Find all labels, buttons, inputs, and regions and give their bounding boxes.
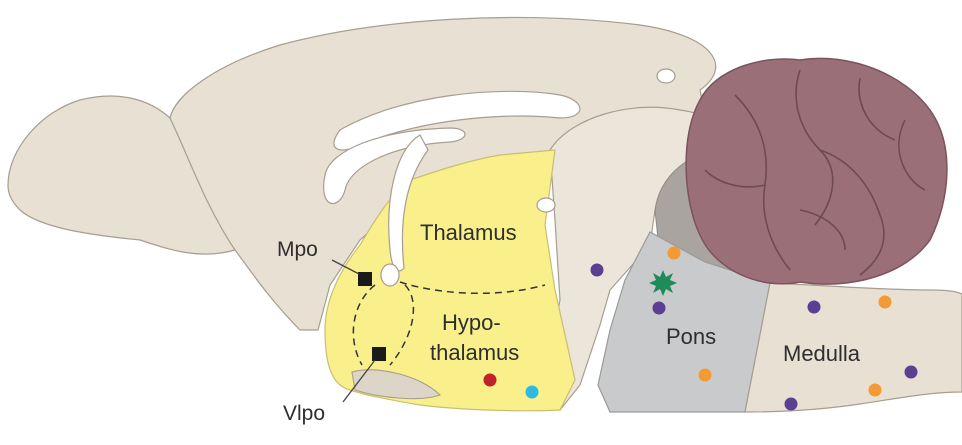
label-pons: Pons [666,324,716,349]
nucleus-dot-purple [808,301,821,314]
pineal-white-spot [537,198,555,212]
label-hypothalamus-line1: Hypo- [442,310,501,335]
vlpo-marker [372,347,386,361]
top-white-spot [657,69,675,83]
label-thalamus: Thalamus [420,220,517,245]
nucleus-dot-red [484,374,497,387]
label-vlpo: Vlpo [283,402,325,425]
nucleus-dot-purple [905,366,918,379]
anterior-commissure [381,264,399,286]
label-hypothalamus-line2: thalamus [430,340,519,365]
nucleus-dot-orange [879,296,892,309]
nucleus-dot-purple [653,302,666,315]
nucleus-dot-purple [785,398,798,411]
nucleus-dot-purple [591,264,604,277]
nucleus-dot-orange [699,369,712,382]
label-medulla: Medulla [783,341,861,366]
mpo-marker [358,272,372,286]
nucleus-dot-orange [668,247,681,260]
nucleus-dot-orange [869,384,882,397]
label-mpo: Mpo [277,238,318,261]
nucleus-dot-cyan [526,386,539,399]
cerebellum [686,58,947,284]
